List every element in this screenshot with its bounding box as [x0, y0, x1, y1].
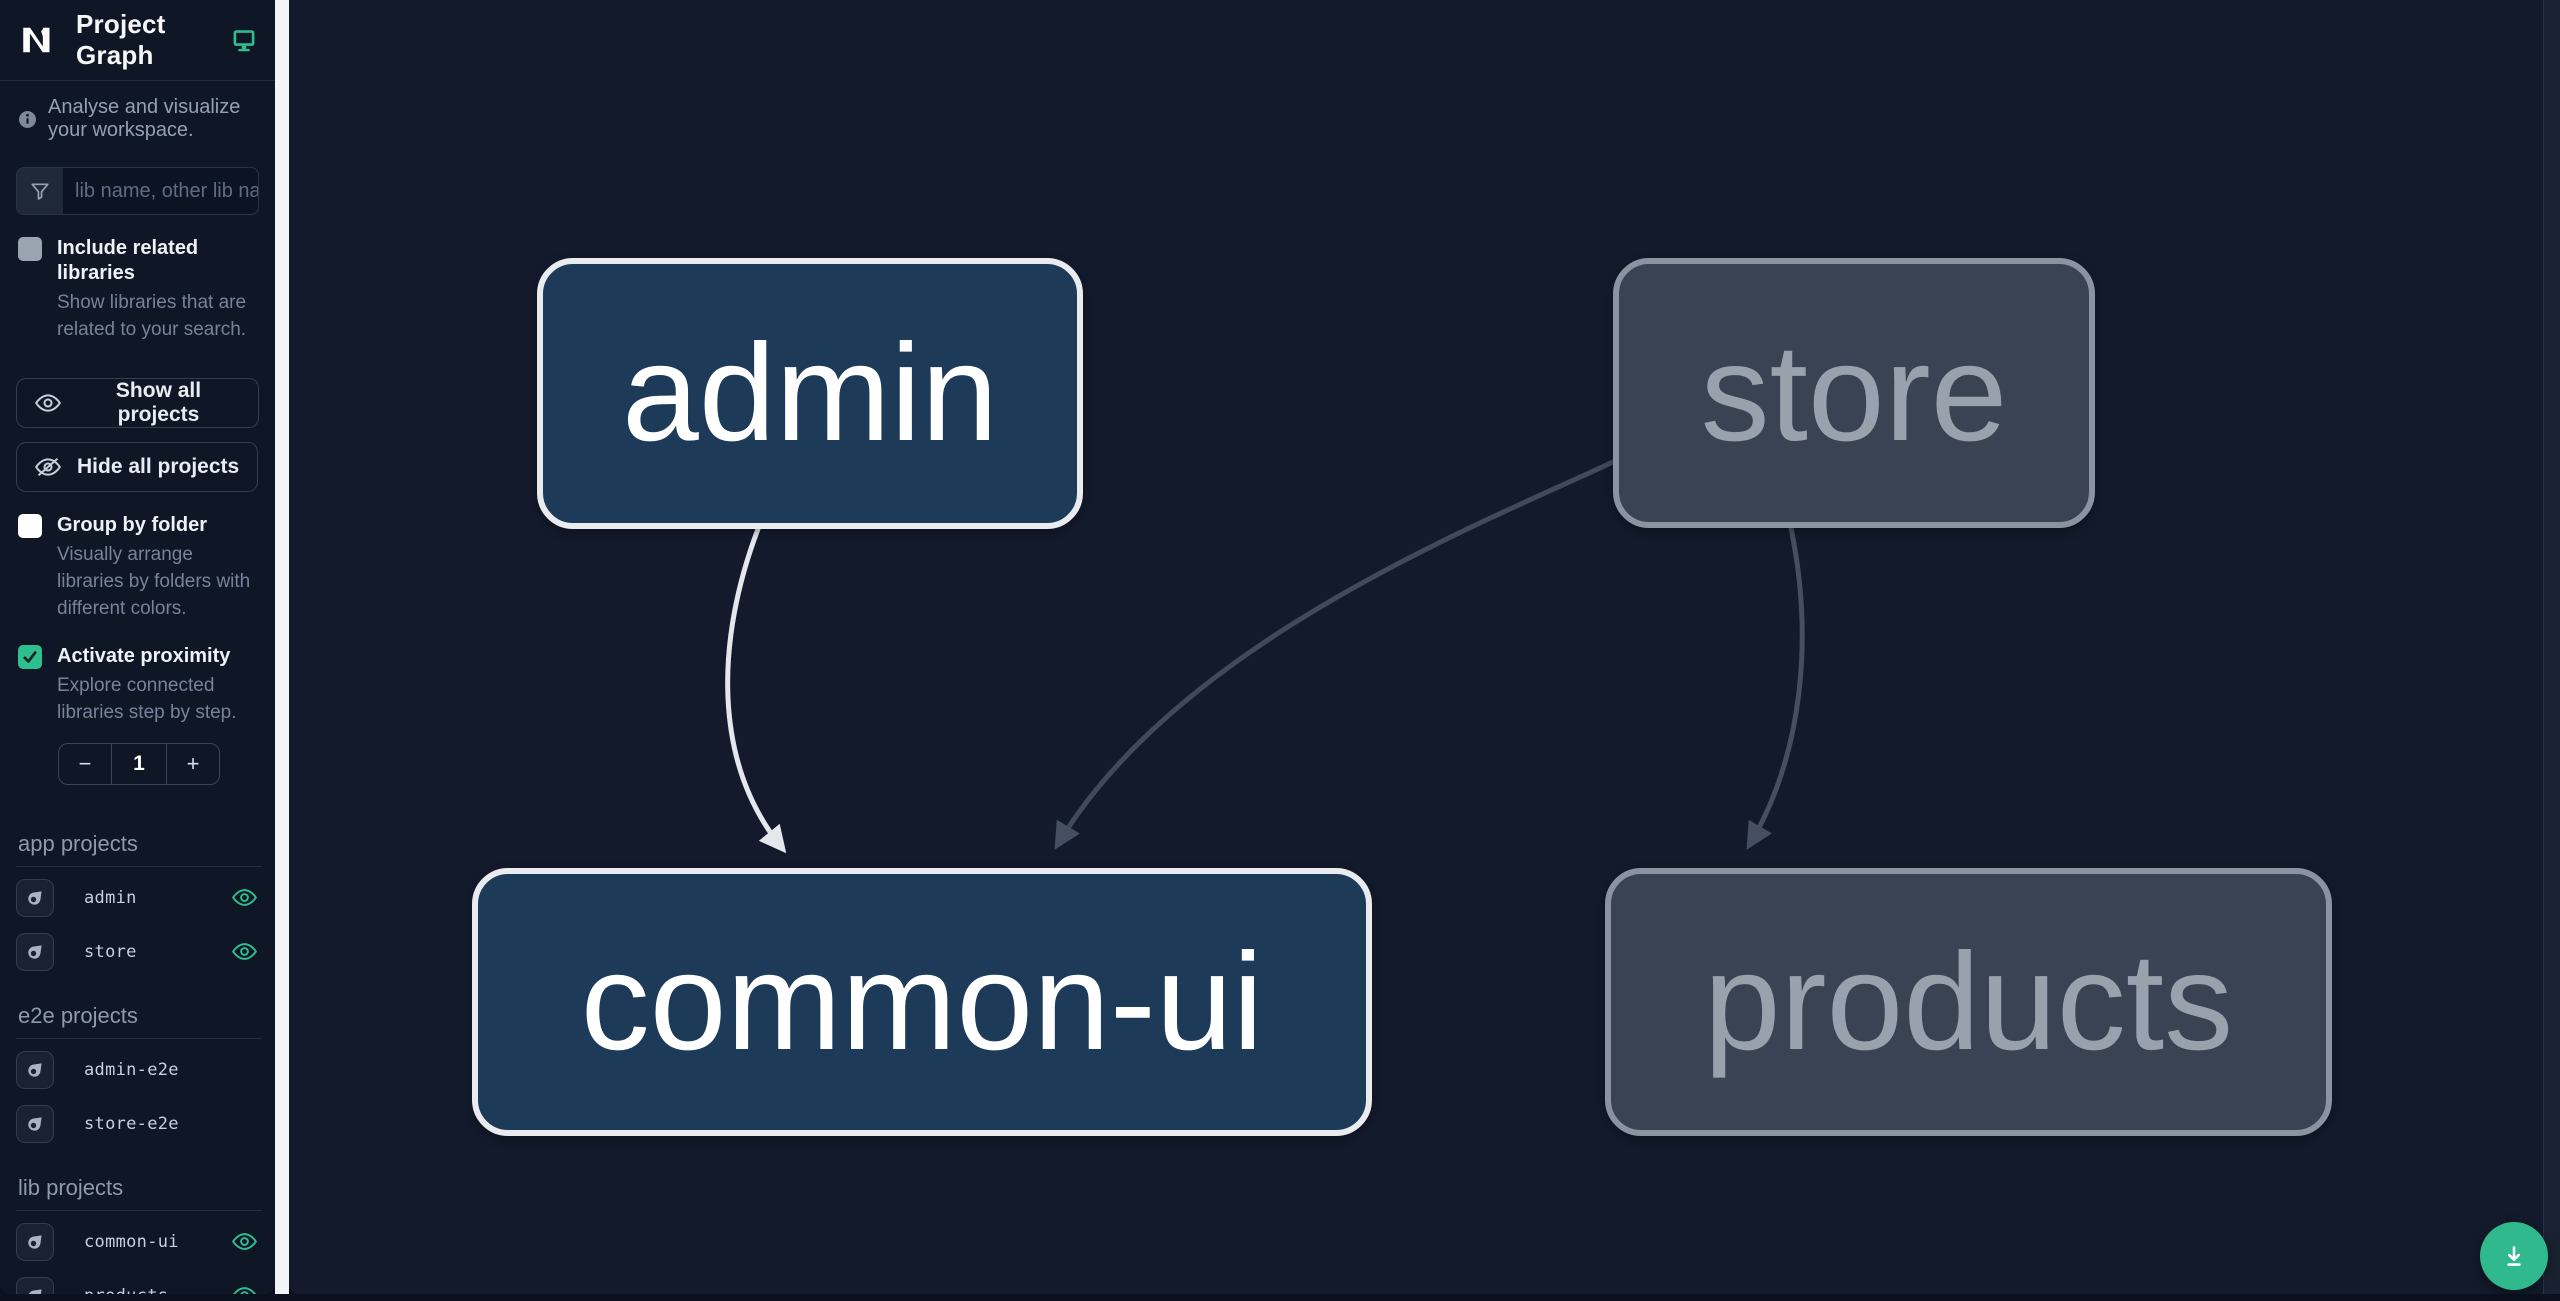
activate-proximity-label: Activate proximity — [57, 644, 231, 667]
sidebar-resize-handle[interactable] — [275, 0, 289, 1294]
sidebar-header: Project Graph — [0, 0, 275, 81]
focus-project-button[interactable] — [16, 932, 54, 971]
focus-icon — [28, 1235, 42, 1249]
nx-logo-icon — [23, 27, 50, 53]
project-name: common-ui — [84, 1231, 179, 1252]
depth-increment-button[interactable]: + — [186, 750, 200, 776]
node-label: common-ui — [580, 924, 1264, 1079]
divider — [16, 1037, 261, 1039]
node-label: store — [1700, 315, 2008, 470]
graph-node-store[interactable]: store — [1613, 258, 2095, 528]
section-e2e-projects: e2e projects admin-e2e s — [0, 1003, 275, 1147]
toggle-visibility-eye-icon[interactable] — [232, 888, 257, 907]
focus-project-button[interactable] — [16, 1222, 54, 1261]
focus-icon — [28, 945, 42, 959]
section-title: app projects — [18, 830, 138, 856]
section-app-projects: app projects admin — [0, 831, 275, 975]
download-graph-button[interactable] — [2480, 1222, 2548, 1290]
focus-project-button[interactable] — [16, 1276, 54, 1294]
divider — [16, 1209, 261, 1211]
show-all-projects-button[interactable]: Show all projects — [16, 377, 259, 428]
project-row-admin[interactable]: admin — [16, 875, 261, 921]
rankdir-toggle-button[interactable] — [230, 25, 257, 55]
include-related-description: Show libraries that are related to your … — [57, 292, 247, 340]
divider — [16, 865, 261, 867]
section-title: lib projects — [18, 1174, 124, 1200]
node-label: products — [1703, 924, 2234, 1079]
graph-node-admin[interactable]: admin — [537, 258, 1083, 529]
info-icon — [19, 110, 36, 128]
focus-icon — [28, 891, 42, 905]
activate-proximity-description: Explore connected libraries step by step… — [57, 674, 237, 723]
include-related-label: Include related libraries — [57, 237, 199, 284]
hide-all-projects-button[interactable]: Hide all projects — [16, 441, 259, 492]
project-row-store-e2e[interactable]: store-e2e — [16, 1101, 261, 1147]
project-name: products — [84, 1286, 168, 1294]
filter-icon — [17, 168, 63, 214]
sidebar: Project Graph Analyse and visualize your… — [0, 0, 275, 1294]
eye-icon — [35, 394, 61, 412]
include-related-checkbox[interactable] — [18, 237, 42, 261]
depth-value: 1 — [111, 743, 167, 784]
monitor-icon — [233, 30, 255, 52]
graph-node-products[interactable]: products — [1605, 868, 2332, 1136]
show-all-projects-label: Show all projects — [115, 378, 202, 426]
section-title: e2e projects — [18, 1002, 138, 1028]
workspace-subtitle: Analyse and visualize your workspace. — [0, 81, 275, 155]
project-name: store — [84, 941, 137, 962]
horizontal-scrollbar[interactable] — [0, 1294, 2560, 1301]
toggle-visibility-eye-icon[interactable] — [232, 942, 257, 961]
node-label: admin — [622, 316, 998, 470]
project-row-common-ui[interactable]: common-ui — [16, 1219, 261, 1265]
include-related-row: Include related libraries Show libraries… — [0, 236, 275, 344]
group-by-folder-row: Group by folder Visually arrange librari… — [0, 513, 275, 623]
search-input[interactable] — [63, 168, 258, 214]
toggle-visibility-eye-icon[interactable] — [232, 1286, 257, 1294]
project-row-store[interactable]: store — [16, 929, 261, 975]
workspace-subtitle-text: Analyse and visualize your workspace. — [48, 96, 241, 141]
depth-decrement-button[interactable]: − — [78, 750, 92, 776]
project-row-admin-e2e[interactable]: admin-e2e — [16, 1047, 261, 1093]
focus-icon — [28, 1063, 42, 1077]
focus-project-button[interactable] — [16, 878, 54, 917]
download-icon — [2507, 1246, 2521, 1266]
check-icon — [23, 651, 37, 663]
page-title: Project Graph — [76, 9, 166, 70]
focus-project-button[interactable] — [16, 1050, 54, 1089]
project-name: store-e2e — [84, 1113, 179, 1134]
vertical-scrollbar[interactable] — [2543, 0, 2560, 1294]
project-row-products[interactable]: products — [16, 1273, 261, 1294]
focus-project-button[interactable] — [16, 1104, 54, 1143]
graph-node-common-ui[interactable]: common-ui — [472, 868, 1372, 1136]
eye-off-icon — [35, 457, 61, 476]
activate-proximity-row: Activate proximity Explore connected lib… — [0, 644, 275, 727]
group-by-folder-checkbox[interactable] — [18, 513, 42, 538]
section-lib-projects: lib projects common-ui — [0, 1175, 275, 1294]
hide-all-projects-label: Hide all projects — [77, 454, 240, 478]
activate-proximity-checkbox[interactable] — [18, 644, 42, 669]
toggle-visibility-eye-icon[interactable] — [232, 1232, 257, 1251]
search-box — [16, 167, 259, 215]
group-by-folder-label: Group by folder — [57, 513, 207, 536]
project-name: admin — [84, 887, 137, 908]
focus-icon — [28, 1117, 42, 1131]
focus-icon — [28, 1289, 42, 1294]
project-name: admin-e2e — [84, 1059, 179, 1080]
group-by-folder-description: Visually arrange libraries by folders wi… — [57, 543, 251, 619]
proximity-depth-stepper: − 1 + — [58, 742, 220, 785]
